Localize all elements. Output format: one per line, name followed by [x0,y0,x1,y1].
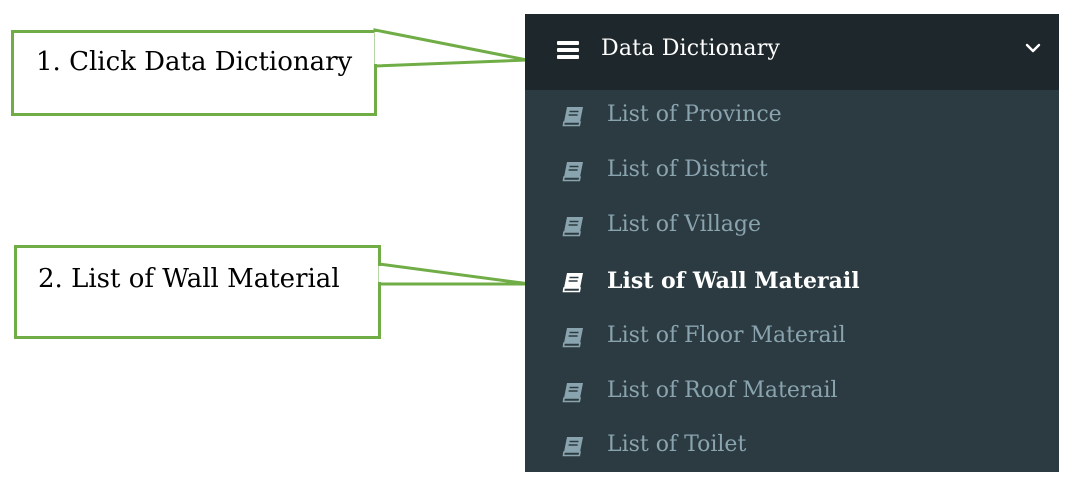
menu-item-toilet[interactable]: List of Toilet [525,420,1059,475]
menu-item-roof-material[interactable]: List of Roof Materail [525,366,1059,421]
book-icon [562,273,583,293]
menu-item-label: List of Village [607,212,761,237]
callout-text-1: 1. Click Data Dictionary [36,47,353,77]
chevron-down-icon[interactable] [1025,42,1041,54]
callout-box-1 [11,30,377,116]
book-icon [562,162,583,182]
data-dictionary-menu-toggle[interactable]: Data Dictionary [525,14,1059,90]
menu-item-floor-material[interactable]: List of Floor Materail [525,311,1059,366]
book-icon [562,217,583,237]
menu-item-wall-material[interactable]: List of Wall Materail [525,256,1059,311]
hamburger-icon [557,41,579,59]
callout-box-2 [14,245,381,339]
sidebar-menu: Data Dictionary List of Province List of… [525,14,1059,472]
menu-item-label: List of Wall Materail [607,268,860,294]
book-icon [562,328,583,348]
callout-text-2: 2. List of Wall Material [38,264,340,294]
menu-item-province[interactable]: List of Province [525,90,1059,145]
menu-item-label: List of Province [607,102,782,127]
callout-2-pointer [377,262,531,286]
book-icon [562,437,583,457]
book-icon [562,383,583,403]
callout-1-pointer [373,28,528,68]
data-dictionary-label: Data Dictionary [601,36,781,61]
menu-item-district[interactable]: List of District [525,145,1059,200]
menu-item-village[interactable]: List of Village [525,200,1059,255]
menu-item-label: List of District [607,157,768,182]
menu-item-label: List of Roof Materail [607,378,838,403]
menu-item-label: List of Toilet [607,432,747,457]
book-icon [562,107,583,127]
menu-item-label: List of Floor Materail [607,323,846,348]
